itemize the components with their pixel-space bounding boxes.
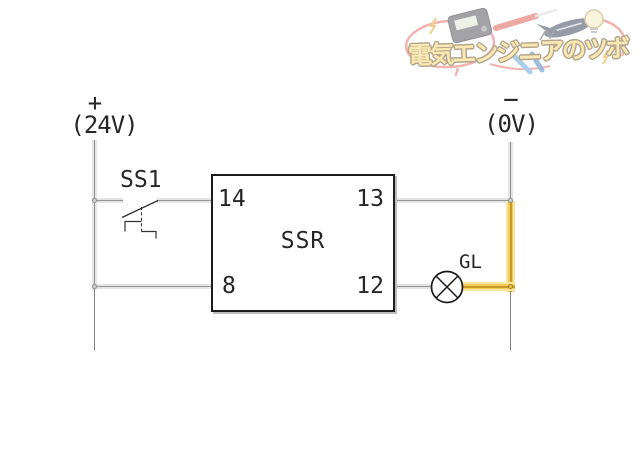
- wire-rail-to-pin8: [92, 284, 211, 289]
- multimeter-icon: [447, 7, 493, 44]
- lightning-bolt-icon: [429, 17, 437, 35]
- switch-ss1-icon: [121, 199, 159, 239]
- site-logo: 電気エンジニアのツボ: [398, 6, 638, 76]
- airplane-icon: [536, 18, 593, 38]
- wire-pin12-to-lamp: [395, 284, 432, 289]
- lightbulb-icon: [584, 9, 604, 33]
- junction-dot: [92, 198, 97, 203]
- wire-positive-rail: [92, 140, 97, 290]
- lamp-label: GL: [459, 251, 482, 273]
- ssr-block-label: SSR: [280, 228, 326, 254]
- logo-zigzag: [539, 27, 557, 41]
- soldering-iron-icon: [493, 8, 558, 31]
- logo-decorations: [404, 7, 627, 76]
- wire-rail-to-switch: [92, 198, 123, 203]
- wire-negative-rail: [508, 142, 513, 202]
- switch-label: SS1: [120, 167, 162, 193]
- junction-dot: [92, 284, 97, 289]
- lightning-bolt-icon: [602, 49, 609, 65]
- junction-dot: [508, 198, 513, 203]
- junction-dot-highlighted: [508, 284, 513, 289]
- positive-voltage-label: (24V): [70, 111, 138, 139]
- negative-sign-label: −: [503, 85, 519, 115]
- ssr-block: [211, 174, 395, 312]
- highlight-wire-horizontal: [462, 282, 515, 291]
- positive-sign-label: +: [87, 89, 103, 117]
- lamp-gl-icon: [430, 270, 464, 304]
- negative-voltage-label: (0V): [484, 110, 539, 138]
- wire-pin13-to-negative-rail: [395, 198, 513, 203]
- tweezers-icon: [511, 51, 545, 75]
- pin-label-14: 14: [218, 186, 246, 212]
- wire-stub-right: [510, 292, 511, 350]
- logo-swoosh: [454, 67, 460, 76]
- wire-stub-left: [94, 288, 95, 350]
- logo-swoosh: [489, 63, 551, 70]
- pin-label-12: 12: [356, 273, 384, 299]
- wire-switch-to-pin14: [157, 198, 211, 203]
- highlight-wire-vertical: [506, 201, 515, 292]
- pin-label-8: 8: [222, 273, 236, 299]
- pin-label-13: 13: [356, 186, 384, 212]
